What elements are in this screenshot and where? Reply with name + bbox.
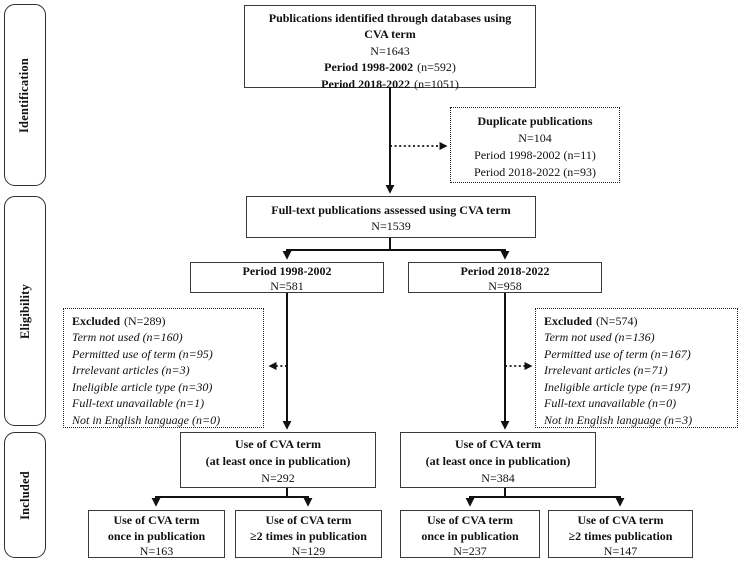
stage-included-label: Included bbox=[17, 470, 32, 520]
excluded-left-reason: Ineligible article type (n=30) bbox=[72, 379, 213, 394]
multi-right-line2: ≥2 times publication bbox=[568, 528, 673, 543]
duplicates-period2: Period 2018-2022 (n=93) bbox=[473, 165, 597, 179]
multi-left-line2: ≥2 times in publication bbox=[250, 528, 367, 543]
identified-n: N=1643 bbox=[370, 43, 410, 58]
excluded-left-reason: Irrelevant articles (n=3) bbox=[72, 363, 190, 377]
use-right-line2: (at least once in publication) bbox=[425, 454, 571, 468]
use-left-n: N=292 bbox=[261, 471, 295, 485]
once-right-line1: Use of CVA term bbox=[426, 513, 514, 527]
excluded-right-reason: Irrelevant articles (n=71) bbox=[544, 363, 668, 377]
excluded-left-reason: Full-text unavailable (n=1) bbox=[72, 396, 205, 410]
once-right-n: N=237 bbox=[453, 544, 487, 558]
period-left-n: N=581 bbox=[270, 278, 304, 293]
box-period-2018-2022: Period 2018-2022 N=958 bbox=[408, 262, 602, 293]
duplicates-title: Duplicate publications bbox=[477, 114, 593, 128]
box-use-cva-left: Use of CVA term (at least once in public… bbox=[180, 432, 376, 488]
once-left-line1: Use of CVA term bbox=[113, 513, 200, 527]
box-multi-right: Use of CVA term ≥2 times publication N=1… bbox=[548, 510, 693, 558]
excluded-right-reason: Permitted use of term (n=167) bbox=[544, 346, 691, 361]
box-multi-left: Use of CVA term ≥2 times in publication … bbox=[235, 510, 382, 558]
excluded-left-reason: Permitted use of term (n=95) bbox=[72, 346, 213, 361]
excluded-right-reason: Full-text unavailable (n=0) bbox=[544, 396, 677, 410]
excluded-right-reason: Term not used (n=136) bbox=[544, 330, 655, 344]
once-right-line2: once in publication bbox=[421, 528, 519, 543]
stage-included: Included bbox=[4, 432, 46, 558]
fulltext-n: N=1539 bbox=[371, 219, 411, 233]
use-left-line2: (at least once in publication) bbox=[205, 454, 351, 468]
multi-right-line1: Use of CVA term bbox=[577, 513, 664, 527]
box-once-right: Use of CVA term once in publication N=23… bbox=[400, 510, 540, 558]
box-excluded-1998-2002: Excluded(N=289) Term not used (n=160) Pe… bbox=[63, 308, 264, 428]
stage-identification-label: Identification bbox=[17, 57, 32, 133]
duplicates-period1: Period 1998-2002 (n=11) bbox=[474, 148, 596, 162]
identified-period1: Period 1998-2002(n=592) bbox=[324, 60, 456, 75]
excluded-left-reason: Term not used (n=160) bbox=[72, 330, 183, 344]
stage-eligibility: Eligibility bbox=[4, 196, 46, 426]
excluded-right-title: Excluded(N=574) bbox=[544, 314, 638, 328]
stage-eligibility-label: Eligibility bbox=[17, 283, 32, 339]
identified-title-line2: CVA term bbox=[364, 27, 416, 42]
use-right-n: N=384 bbox=[481, 471, 515, 485]
period-right-title: Period 2018-2022 bbox=[460, 264, 550, 278]
multi-left-n: N=129 bbox=[291, 544, 326, 558]
multi-left-line1: Use of CVA term bbox=[265, 513, 352, 527]
use-right-line1: Use of CVA term bbox=[454, 437, 542, 451]
box-period-1998-2002: Period 1998-2002 N=581 bbox=[190, 262, 384, 293]
excluded-left-reason: Not in English language (n=0) bbox=[72, 412, 221, 427]
identified-title-line1: Publications identified through database… bbox=[268, 11, 512, 25]
excluded-left-title: Excluded(N=289) bbox=[72, 314, 166, 328]
once-left-n: N=163 bbox=[139, 544, 174, 558]
period-left-title: Period 1998-2002 bbox=[242, 264, 332, 278]
multi-right-n: N=147 bbox=[603, 544, 638, 558]
box-publications-identified: Publications identified through database… bbox=[244, 5, 536, 91]
stage-identification: Identification bbox=[4, 4, 46, 186]
once-left-line2: once in publication bbox=[107, 528, 206, 543]
box-once-left: Use of CVA term once in publication N=16… bbox=[88, 510, 225, 558]
period-right-n: N=958 bbox=[488, 278, 522, 293]
excluded-right-reason: Not in English language (n=3) bbox=[544, 412, 693, 427]
excluded-right-reason: Ineligible article type (n=197) bbox=[544, 379, 691, 394]
duplicates-n: N=104 bbox=[518, 131, 552, 145]
fulltext-title: Full-text publications assessed using CV… bbox=[271, 203, 511, 217]
box-excluded-2018-2022: Excluded(N=574) Term not used (n=136) Pe… bbox=[535, 308, 738, 428]
use-left-line1: Use of CVA term bbox=[234, 437, 322, 451]
identified-period2: Period 2018-2022(n=1051) bbox=[321, 76, 459, 91]
box-fulltext-assessed: Full-text publications assessed using CV… bbox=[246, 196, 536, 238]
box-use-cva-right: Use of CVA term (at least once in public… bbox=[400, 432, 596, 488]
box-duplicate-publications: Duplicate publications N=104 Period 1998… bbox=[450, 107, 620, 183]
